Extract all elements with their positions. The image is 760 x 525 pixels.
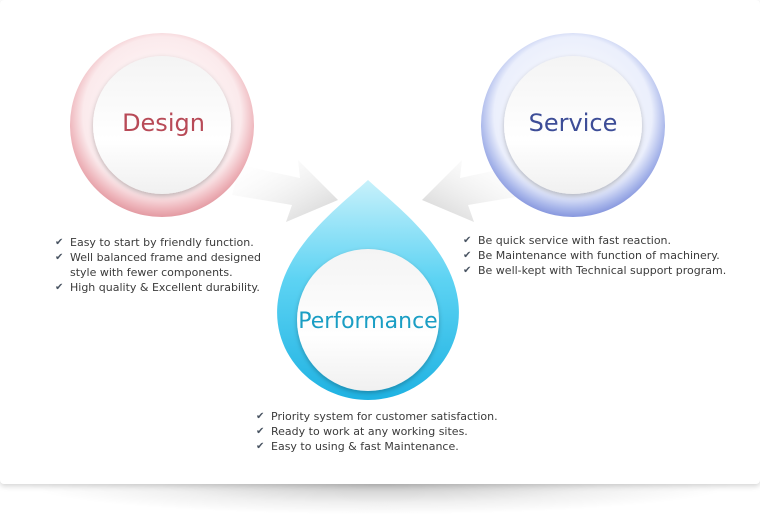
check-icon: ✔ [463, 235, 472, 246]
check-icon: ✔ [256, 411, 265, 422]
reflection-shadow [30, 484, 730, 514]
check-icon: ✔ [55, 252, 64, 263]
list-item: style with fewer components. [70, 266, 233, 279]
performance-title: Performance [298, 309, 438, 334]
list-item: ✔Easy to using & fast Maintenance. [256, 440, 459, 453]
list-item: ✔Be quick service with fast reaction. [463, 234, 672, 247]
check-icon: ✔ [55, 237, 64, 248]
check-icon: ✔ [463, 265, 472, 276]
performance-bullets: ✔Priority system for customer satisfacti… [256, 409, 498, 454]
check-icon: ✔ [55, 282, 64, 293]
list-item: ✔Be Maintenance with function of machine… [463, 249, 720, 262]
design-bullets: ✔Easy to start by friendly function. ✔We… [55, 235, 261, 295]
list-item: ✔Well balanced frame and designed [55, 251, 261, 264]
list-item: ✔Easy to start by friendly function. [55, 236, 254, 249]
check-icon: ✔ [463, 250, 472, 261]
service-title: Service [528, 109, 618, 137]
check-icon: ✔ [256, 441, 265, 452]
arrow-left-icon [232, 160, 338, 222]
service-circle [481, 33, 665, 217]
design-circle [70, 33, 254, 217]
list-item: ✔Priority system for customer satisfacti… [256, 410, 498, 423]
diagram [70, 33, 665, 400]
check-icon: ✔ [256, 426, 265, 437]
list-item: ✔Ready to work at any working sites. [256, 425, 468, 438]
list-item: ✔Be well-kept with Technical support pro… [463, 264, 727, 277]
service-bullets: ✔Be quick service with fast reaction. ✔B… [463, 233, 726, 278]
list-item: ✔High quality & Excellent durability. [55, 281, 260, 294]
performance-drop [277, 180, 459, 400]
design-title: Design [122, 109, 205, 137]
